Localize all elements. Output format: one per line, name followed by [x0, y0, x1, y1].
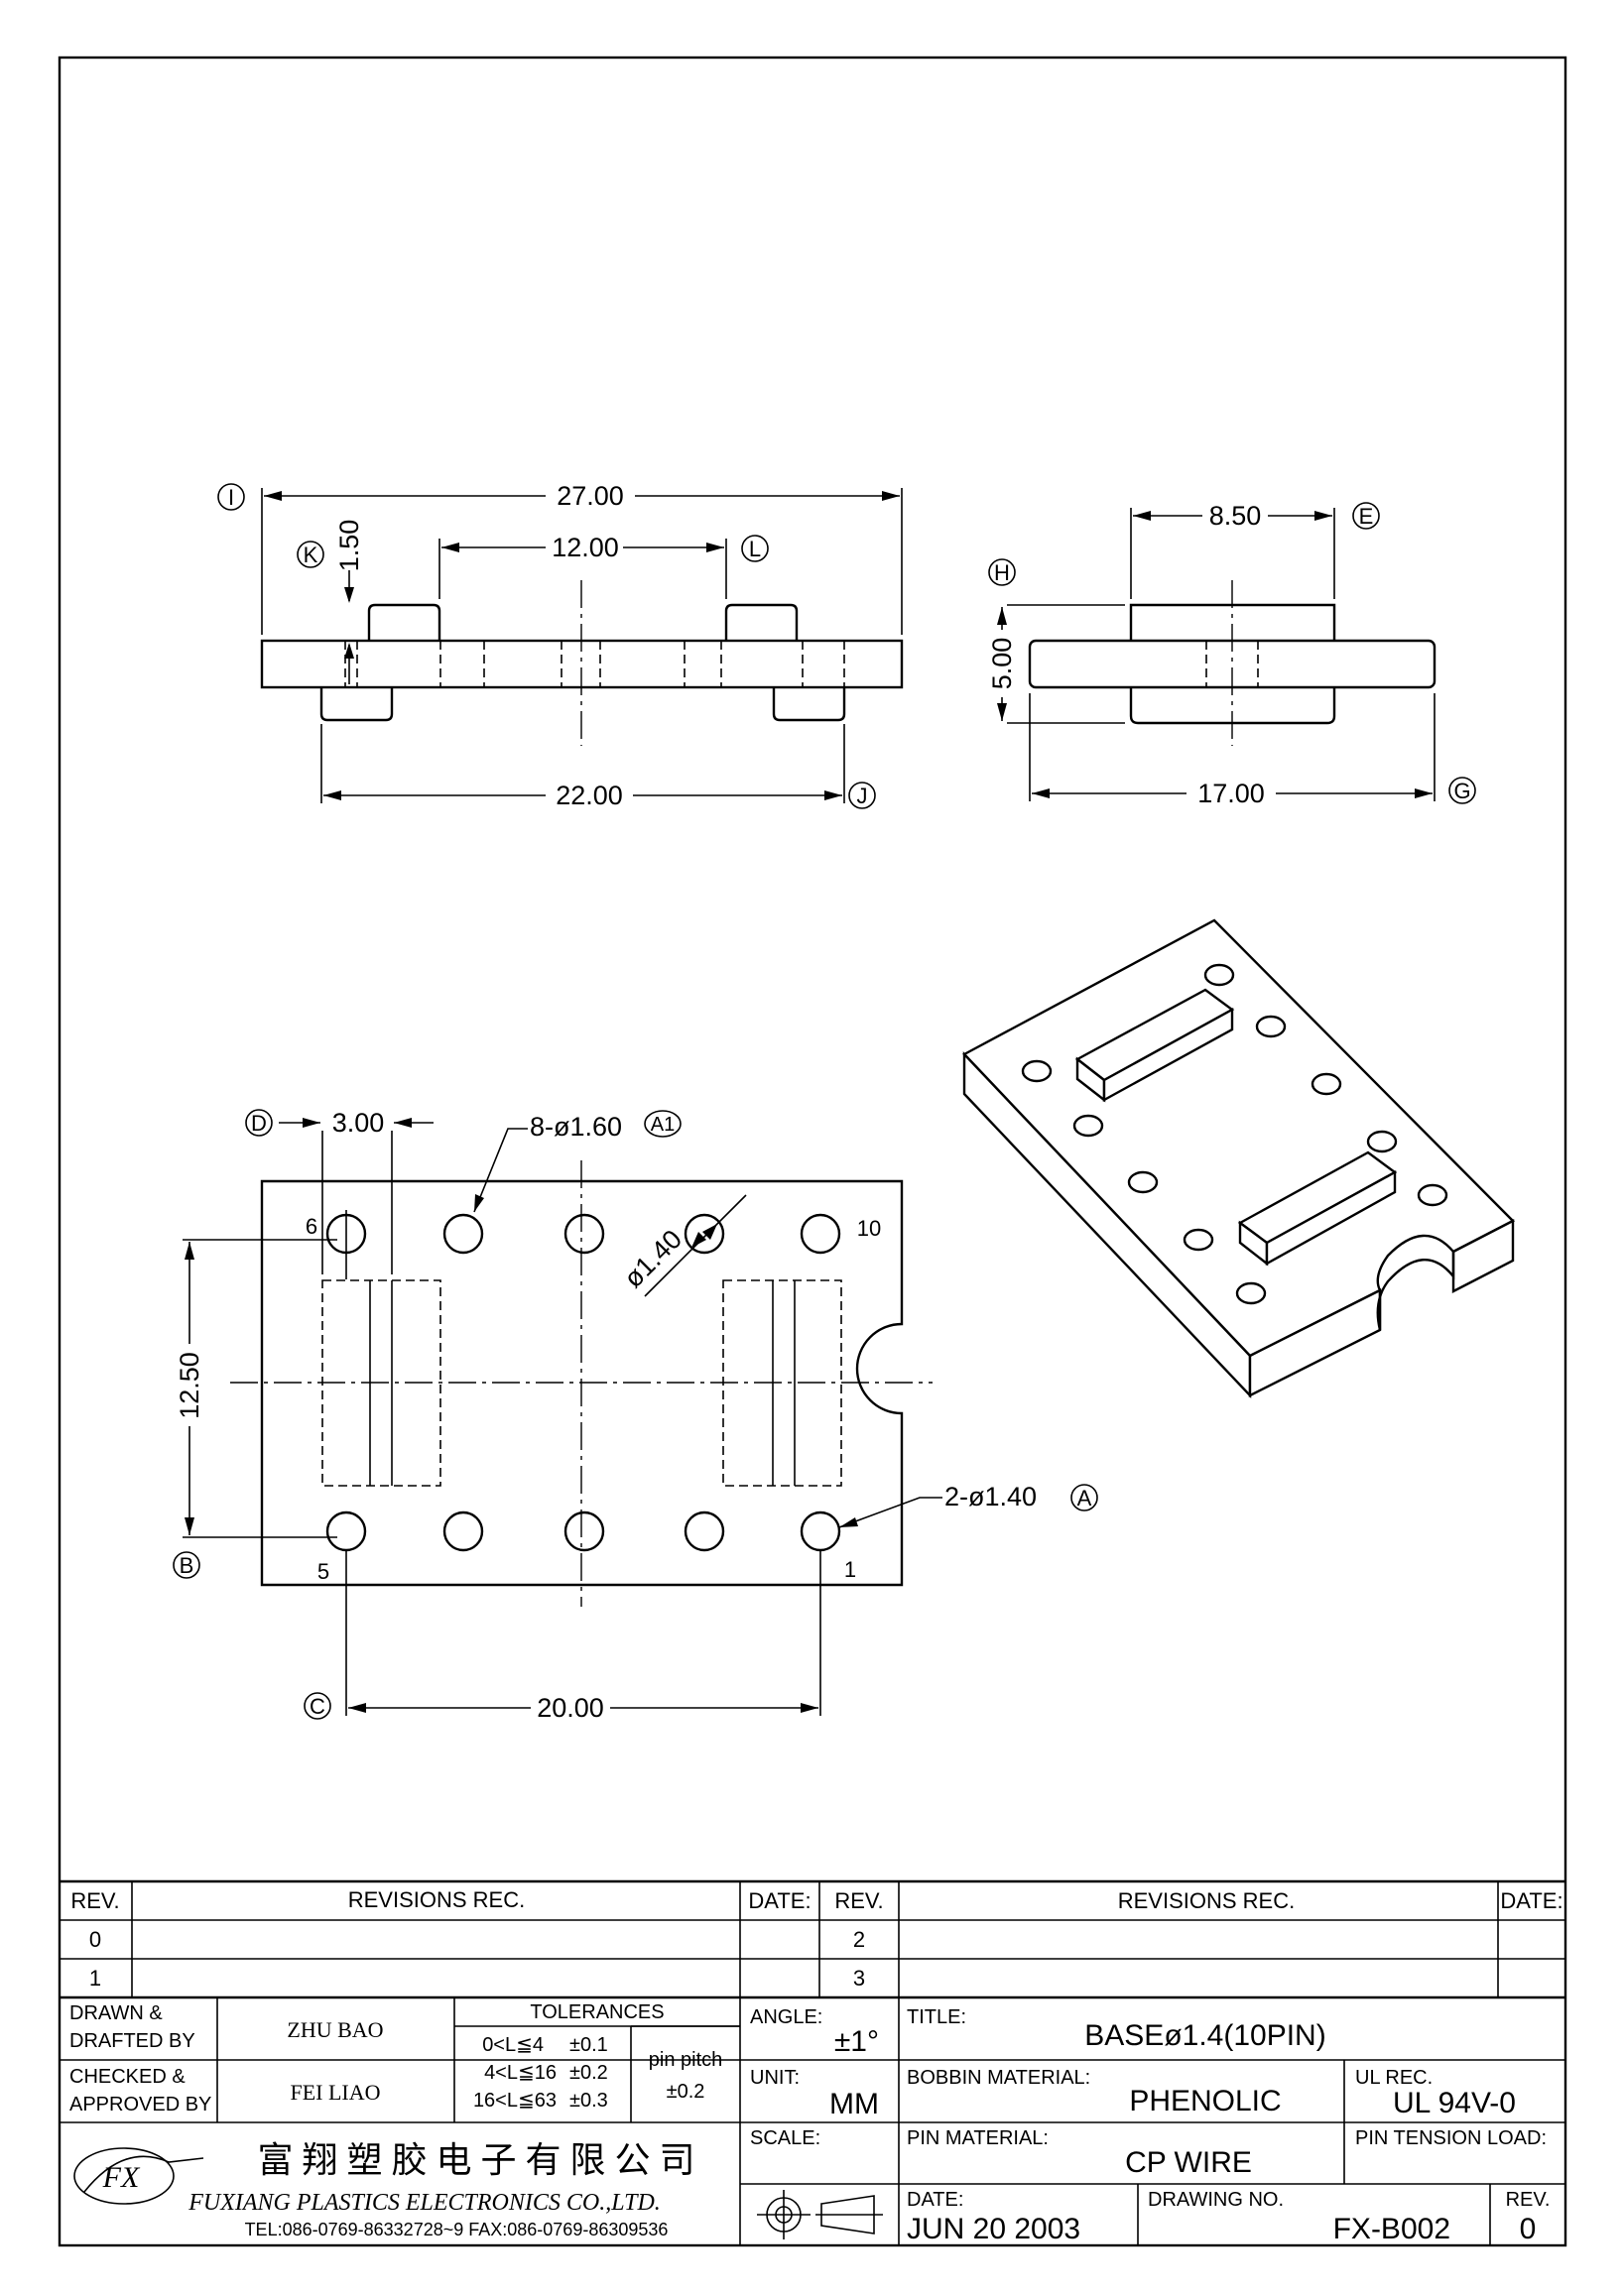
- marker-j: J: [857, 784, 868, 808]
- revisions-header-right: REVISIONS REC.: [1118, 1888, 1295, 1913]
- pin-number-5: 5: [317, 1559, 329, 1584]
- projection-symbol-icon: [757, 2190, 883, 2239]
- tolerances-title: TOLERANCES: [530, 2001, 664, 2023]
- bobbin-material-label: BOBBIN MATERIAL:: [907, 2067, 1090, 2089]
- pin-callout: 2-ø1.40: [944, 1482, 1037, 1511]
- marker-h: H: [994, 560, 1010, 585]
- unit-value: MM: [829, 2088, 879, 2120]
- scale-label: SCALE:: [750, 2127, 820, 2149]
- marker-e: E: [1359, 504, 1374, 529]
- rev-row-1: 1: [89, 1966, 101, 1991]
- pin-number-1: 1: [844, 1557, 856, 1582]
- tolerance-range-3: 16<L≦63: [473, 2090, 557, 2112]
- dim-overall-length: 27.00: [557, 481, 624, 511]
- ul-label: UL REC.: [1355, 2067, 1433, 2089]
- dim-row-pitch: 12.50: [175, 1352, 204, 1419]
- pin-number-6: 6: [306, 1214, 317, 1239]
- pin-material-label: PIN MATERIAL:: [907, 2127, 1049, 2149]
- tolerance-range-1: 0<L≦4: [482, 2034, 544, 2056]
- tolerance-value-1: ±0.1: [569, 2034, 608, 2056]
- dim-post-height: 1.50: [334, 520, 364, 572]
- revisions-header-left: REVISIONS REC.: [348, 1887, 525, 1912]
- pin-pitch-label: pin pitch: [649, 2049, 723, 2071]
- checked-label-1: CHECKED &: [69, 2066, 186, 2088]
- angle-value: ±1°: [834, 2025, 879, 2058]
- bottom-view: 6 10 5 1 3.00 D 8-ø1.60 A1 ø1.40 12.50: [173, 1108, 1098, 1723]
- dim-height: 5.00: [987, 638, 1017, 690]
- dim-slot-offset: 3.00: [332, 1108, 385, 1138]
- company-name-en: FUXIANG PLASTICS ELECTRONICS CO.,LTD.: [187, 2190, 661, 2216]
- title-value: BASEø1.4(10PIN): [1084, 2019, 1325, 2052]
- marker-l: L: [749, 537, 761, 561]
- marker-c: C: [310, 1694, 325, 1719]
- bobbin-material-value: PHENOLIC: [1129, 2085, 1281, 2117]
- tolerance-range-2: 4<L≦16: [484, 2062, 557, 2084]
- marker-d: D: [251, 1111, 267, 1136]
- drawn-label-1: DRAWN &: [69, 2002, 163, 2024]
- angle-label: ANGLE:: [750, 2006, 822, 2028]
- sheet-border: [58, 56, 1567, 2247]
- marker-b: B: [180, 1553, 194, 1578]
- dim-post-width: 8.50: [1209, 501, 1262, 531]
- checked-label-2: APPROVED BY: [69, 2094, 211, 2115]
- title-block: REV. REVISIONS REC. DATE: REV. REVISIONS…: [60, 1879, 1565, 2245]
- rev-value: 0: [1520, 2213, 1537, 2245]
- company-name-cn: 富 翔 塑 胶 电 子 有 限 公 司: [257, 2140, 694, 2180]
- side-view: 27.00 I 12.00 L 1.50 K 22.00 J: [217, 481, 904, 810]
- pin-tension-label: PIN TENSION LOAD:: [1355, 2127, 1547, 2149]
- checked-by: FEI LIAO: [290, 2080, 380, 2105]
- tolerance-value-2: ±0.2: [569, 2062, 608, 2084]
- dim-col-span: 20.00: [537, 1693, 604, 1723]
- dim-post-pitch: 12.00: [552, 533, 619, 562]
- drawn-label-2: DRAFTED BY: [69, 2030, 195, 2052]
- dim-pin-span: 22.00: [556, 781, 623, 810]
- ul-value: UL 94V-0: [1393, 2087, 1516, 2119]
- rev-header-left: REV.: [70, 1888, 119, 1913]
- marker-g: G: [1453, 779, 1470, 803]
- drawn-by: ZHU BAO: [287, 2017, 383, 2042]
- rev-row-3: 3: [853, 1966, 865, 1991]
- pin-material-value: CP WIRE: [1125, 2146, 1252, 2179]
- pin-pitch-value: ±0.2: [667, 2081, 705, 2103]
- rev-header-right: REV.: [834, 1888, 883, 1913]
- unit-label: UNIT:: [750, 2067, 800, 2089]
- svg-text:FX: FX: [102, 2161, 141, 2194]
- rev-label: REV.: [1506, 2189, 1551, 2211]
- marker-a: A: [1077, 1486, 1092, 1511]
- marker-k: K: [304, 543, 318, 567]
- pin-number-10: 10: [857, 1216, 881, 1241]
- hole-callout: 8-ø1.60: [530, 1112, 622, 1142]
- marker-i: I: [228, 485, 234, 510]
- rev-row-2: 2: [853, 1927, 865, 1952]
- end-view: 8.50 E 5.00 H 17.00 G: [987, 501, 1476, 808]
- date-label: DATE:: [907, 2189, 963, 2211]
- company-logo-icon: FX: [73, 2147, 204, 2205]
- date-value: JUN 20 2003: [907, 2213, 1080, 2245]
- drawing-no-label: DRAWING NO.: [1148, 2189, 1284, 2211]
- title-label: TITLE:: [907, 2006, 966, 2028]
- date-header-right: DATE:: [1500, 1888, 1562, 1913]
- rev-row-0: 0: [89, 1927, 101, 1952]
- company-contact: TEL:086-0769-86332728~9 FAX:086-0769-863…: [245, 2220, 669, 2239]
- dim-width: 17.00: [1197, 779, 1265, 808]
- drawing-no-value: FX-B002: [1333, 2213, 1450, 2245]
- tolerance-value-3: ±0.3: [569, 2090, 608, 2112]
- hole-callout-rev: A1: [651, 1114, 675, 1136]
- date-header-left: DATE:: [748, 1888, 811, 1913]
- isometric-view: [962, 918, 1516, 1399]
